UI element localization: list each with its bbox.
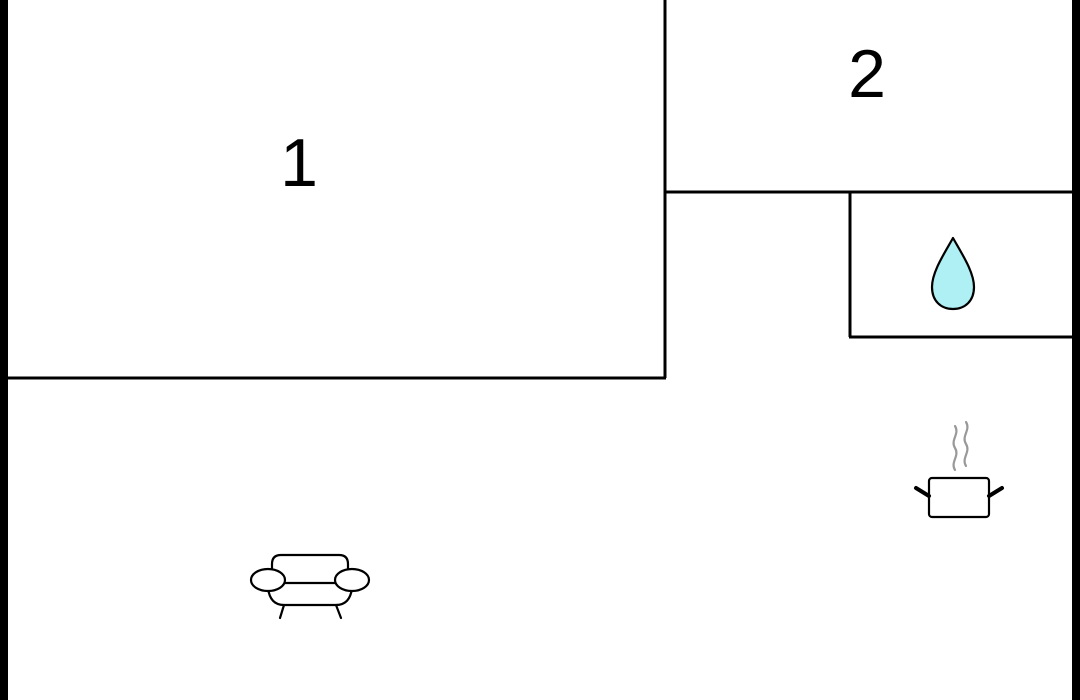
sofa-leg-left <box>278 603 286 620</box>
pot-handle-right <box>987 486 1004 498</box>
sofa-back <box>270 553 350 582</box>
sofa-seat <box>266 586 354 607</box>
cooking-pot-icon <box>914 420 1004 519</box>
outer-wall-right <box>1072 0 1080 700</box>
room-1-label: 1 <box>280 125 318 201</box>
steam-wave-left <box>952 424 958 472</box>
sofa-leg-right <box>334 603 343 620</box>
room-2-label: 2 <box>848 36 886 112</box>
pot-handle-left <box>914 486 931 498</box>
steam-wave-right <box>963 420 969 468</box>
sofa-arm-left <box>249 567 287 593</box>
sofa-icon <box>249 553 371 620</box>
water-drop-icon <box>930 236 976 311</box>
pot-body <box>927 476 991 519</box>
sofa-arm-right <box>333 567 371 593</box>
outer-wall-left <box>0 0 8 700</box>
